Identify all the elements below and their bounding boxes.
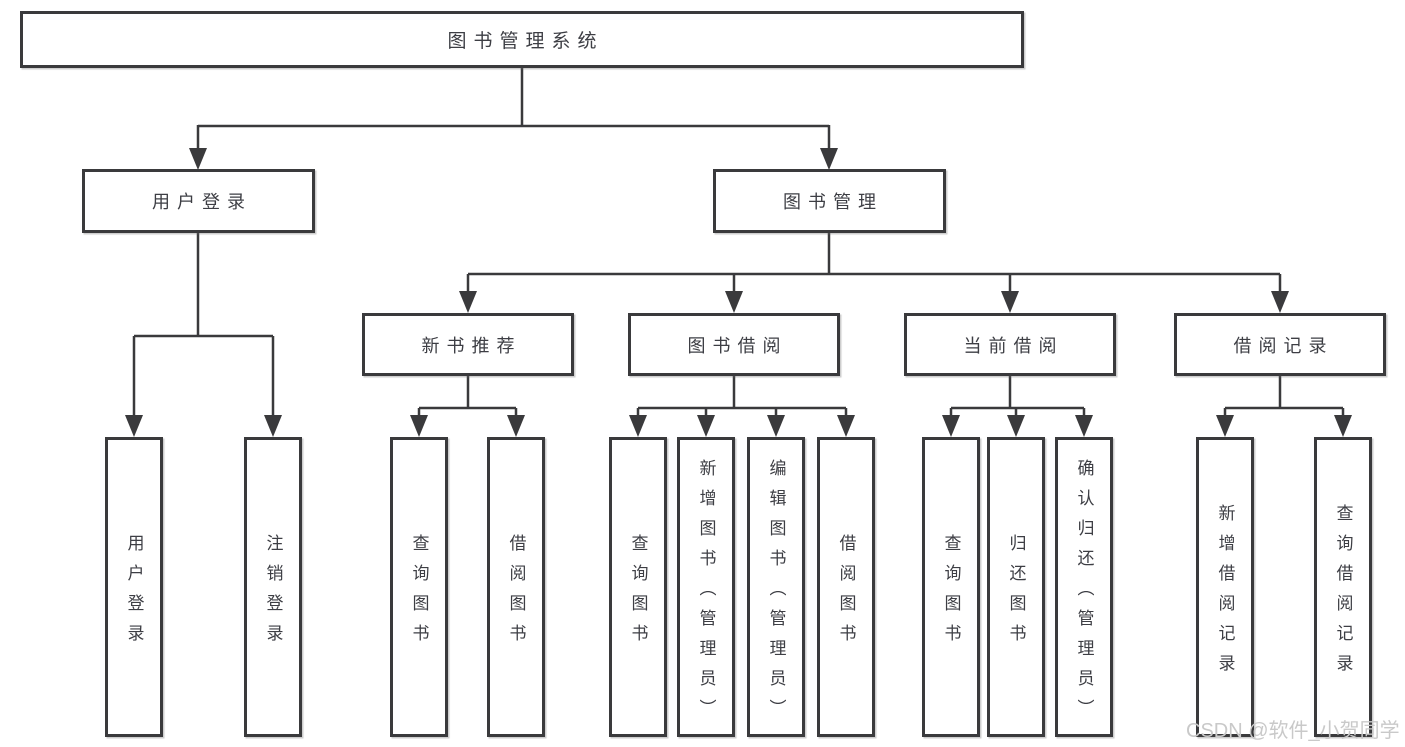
node-label: 注销登录 xyxy=(263,533,283,654)
node-current-borrowing: 当前借阅 xyxy=(904,313,1116,376)
leaf-query-borrow-record: 查询借阅记录 xyxy=(1314,437,1372,737)
node-label: 查询图书 xyxy=(409,533,429,654)
leaf-query-books-current: 查询图书 xyxy=(922,437,980,737)
node-label: 当前借阅 xyxy=(963,335,1064,356)
node-label: 用户登录 xyxy=(124,533,144,654)
node-label: 编辑图书（管理员） xyxy=(766,458,786,729)
node-label: 借阅记录 xyxy=(1233,335,1334,356)
node-label: 图书管理系统 xyxy=(447,31,604,52)
node-label: 查询借阅记录 xyxy=(1333,503,1353,684)
node-label: 用户登录 xyxy=(152,192,252,212)
leaf-query-books-recommend: 查询图书 xyxy=(390,437,448,737)
leaf-borrow-books-borrowing: 借阅图书 xyxy=(817,437,875,737)
node-label: 借阅图书 xyxy=(506,533,526,654)
node-library-management-system: 图书管理系统 xyxy=(20,11,1024,68)
node-label: 归还图书 xyxy=(1006,533,1026,654)
leaf-return-books: 归还图书 xyxy=(987,437,1045,737)
csdn-watermark: CSDN @软件_小贺同学 xyxy=(1186,720,1400,742)
node-book-management: 图书管理 xyxy=(713,169,946,233)
leaf-borrow-books-recommend: 借阅图书 xyxy=(487,437,545,737)
node-book-borrowing: 图书借阅 xyxy=(628,313,840,376)
node-label: 确认归还（管理员） xyxy=(1074,458,1094,729)
leaf-query-books-borrowing: 查询图书 xyxy=(609,437,667,737)
leaf-add-book-admin: 新增图书（管理员） xyxy=(677,437,735,737)
node-user-login: 用户登录 xyxy=(82,169,315,233)
node-label: 新增借阅记录 xyxy=(1215,503,1235,684)
leaf-user-login: 用户登录 xyxy=(105,437,163,737)
node-label: 新增图书（管理员） xyxy=(696,458,716,729)
node-label: 查询图书 xyxy=(941,533,961,654)
leaf-logout: 注销登录 xyxy=(244,437,302,737)
node-label: 查询图书 xyxy=(628,533,648,654)
node-label: 图书管理 xyxy=(783,192,883,212)
node-label: 图书借阅 xyxy=(687,335,788,356)
node-borrowing-records: 借阅记录 xyxy=(1174,313,1386,376)
leaf-confirm-return-admin: 确认归还（管理员） xyxy=(1055,437,1113,737)
leaf-edit-book-admin: 编辑图书（管理员） xyxy=(747,437,805,737)
node-new-book-recommend: 新书推荐 xyxy=(362,313,574,376)
leaf-add-borrow-record: 新增借阅记录 xyxy=(1196,437,1254,737)
node-label: 新书推荐 xyxy=(421,335,522,356)
node-label: 借阅图书 xyxy=(836,533,856,654)
